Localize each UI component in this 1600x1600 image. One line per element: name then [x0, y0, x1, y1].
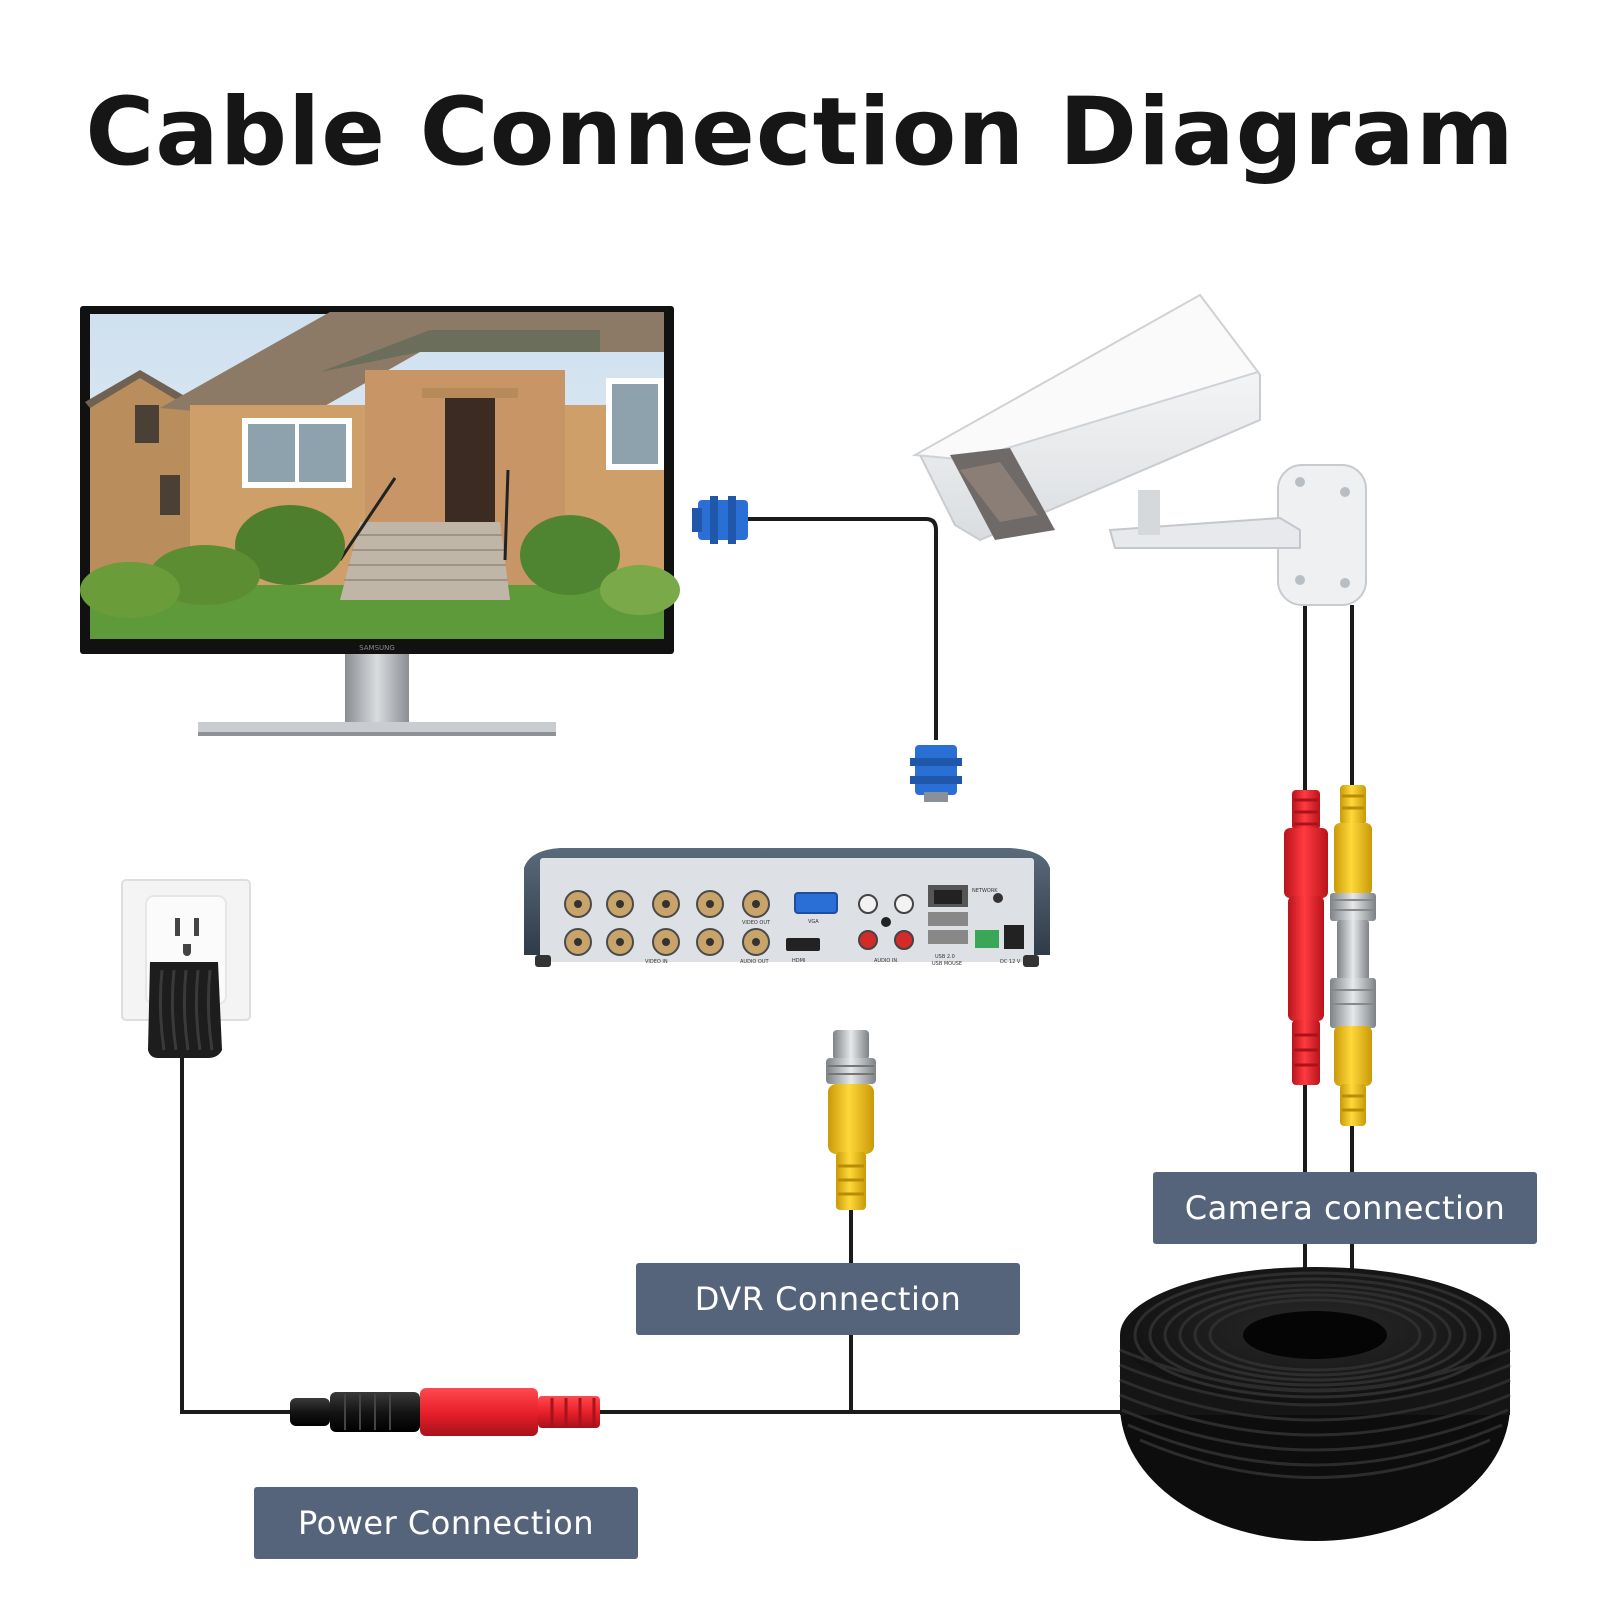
- vga-connector-icon: [910, 745, 962, 802]
- dvr-audio-in-label: AUDIO IN: [874, 958, 897, 964]
- monitor-icon: SAMSUNG: [80, 306, 680, 736]
- dvr-vga-label: VGA: [808, 919, 819, 925]
- dvr-network-label: NETWORK: [972, 888, 998, 894]
- monitor-brand: SAMSUNG: [359, 644, 395, 652]
- security-camera-icon: [911, 293, 1367, 606]
- power-connection-label: Power Connection: [254, 1487, 638, 1559]
- bnc-connector-icon: [826, 1030, 876, 1210]
- power-wire: [180, 1058, 295, 1414]
- dc-power-plug-icon: [290, 1388, 600, 1436]
- dvr-connection-label: DVR Connection: [636, 1263, 1020, 1335]
- page-title: Cable Connection Diagram: [85, 78, 1515, 187]
- camera-connection-label: Camera connection: [1153, 1172, 1537, 1244]
- power-adapter-icon: [148, 962, 222, 1058]
- cable-coil-icon: [1119, 1267, 1511, 1541]
- vga-cable: [748, 517, 938, 740]
- dvr-usb-label: USB 2.0: [935, 954, 955, 960]
- dvr-icon: VIDEO IN VIDEO OUT AUDIO OUT VGA HDMI AU…: [524, 848, 1050, 967]
- dvr-video-out-label: VIDEO OUT: [742, 920, 771, 926]
- dvr-usb-mouse-label: USB MOUSE: [932, 961, 962, 967]
- dvr-video-in-label: VIDEO IN: [645, 959, 668, 965]
- bnc-connector-icon: [1330, 785, 1376, 1126]
- dvr-hdmi-label: HDMI: [792, 958, 805, 964]
- dvr-dc-label: DC 12 V: [1000, 959, 1021, 965]
- wires: [180, 517, 1354, 1414]
- dc-power-plug-icon: [1284, 790, 1328, 1085]
- dvr-audio-out-label: AUDIO OUT: [740, 959, 770, 965]
- vga-connector-icon: [692, 496, 748, 544]
